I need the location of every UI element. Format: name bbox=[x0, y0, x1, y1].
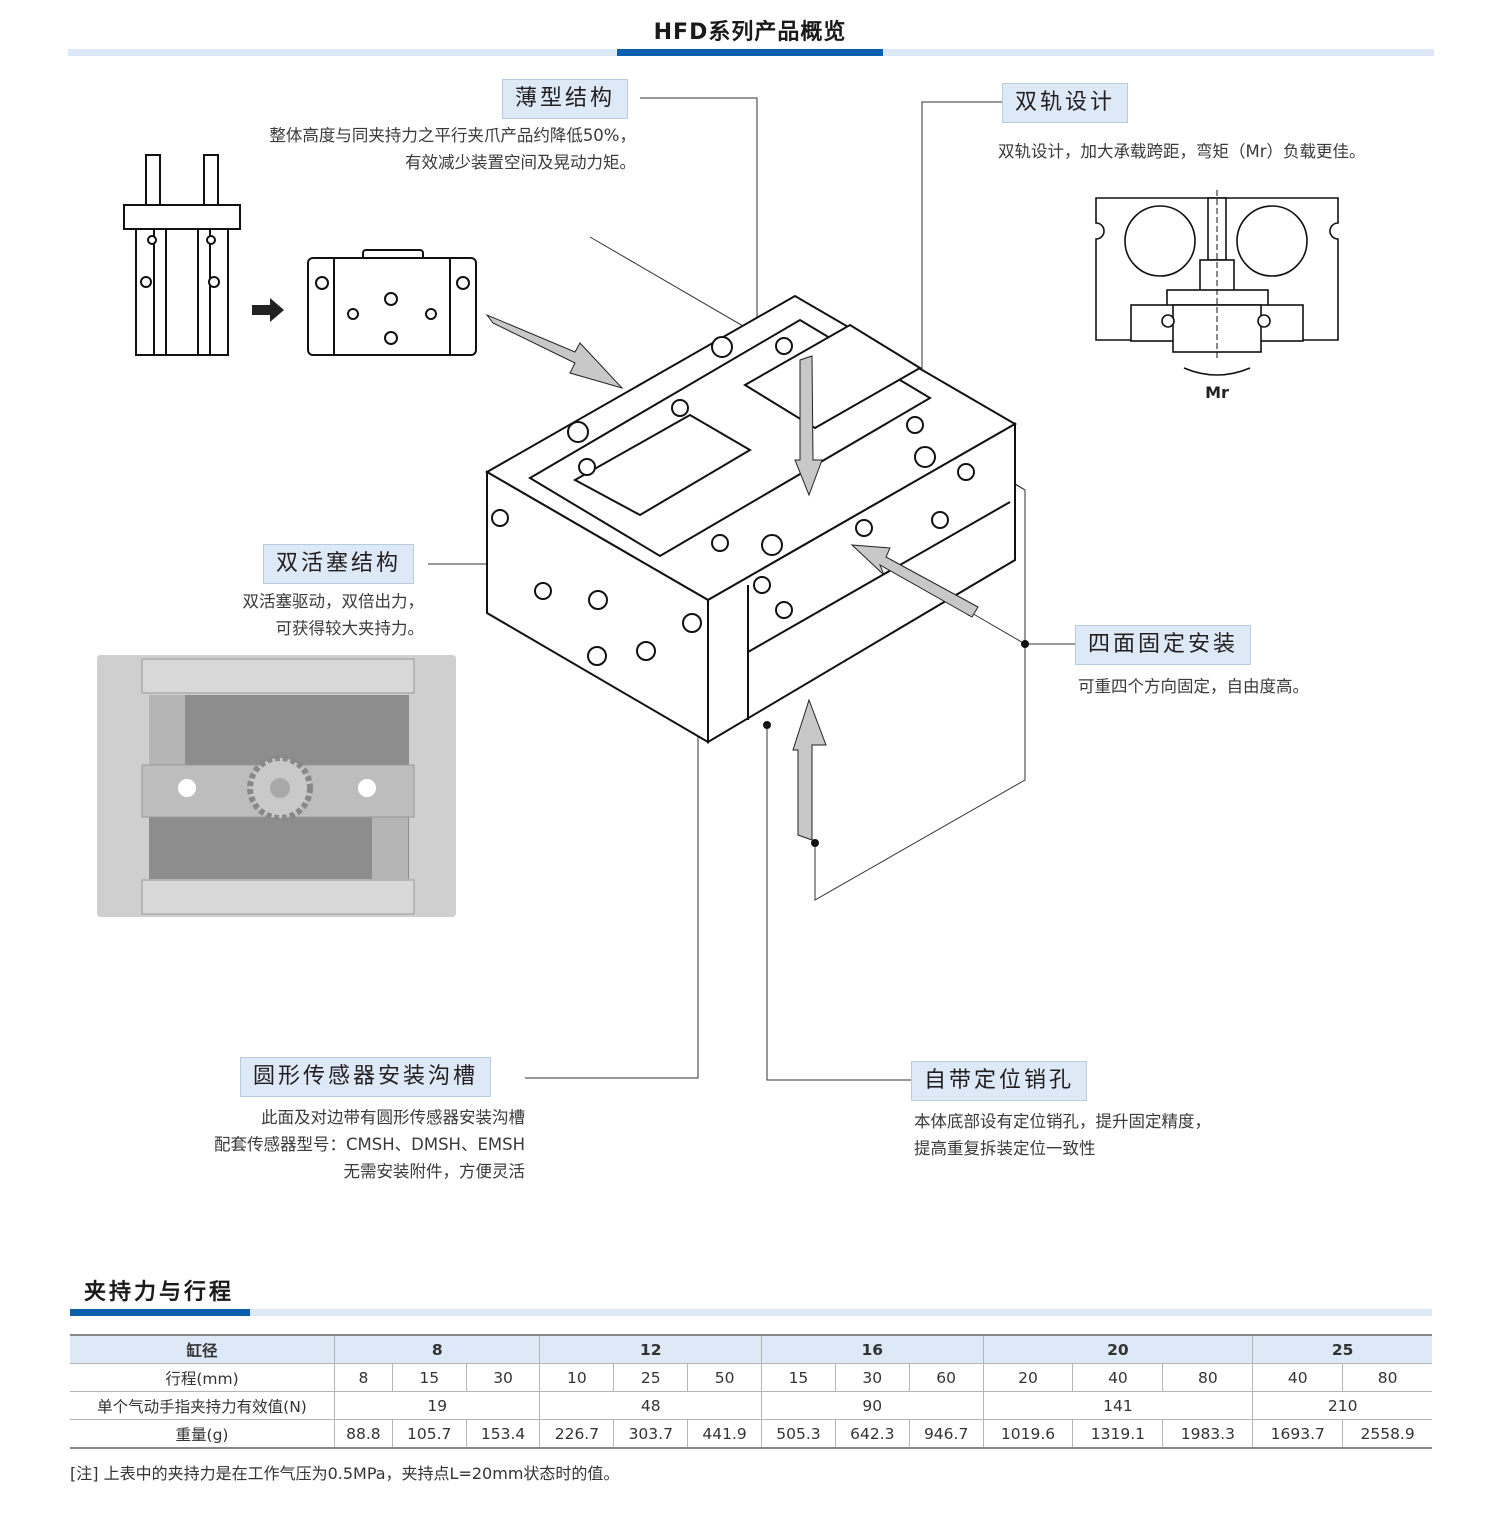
header-rule-accent bbox=[617, 49, 883, 56]
arrow-up bbox=[792, 698, 827, 841]
row-header: 缸径 bbox=[70, 1334, 335, 1364]
weight-cell: 1019.6 bbox=[982, 1419, 1074, 1449]
bore-cell: 12 bbox=[539, 1334, 763, 1364]
stroke-cell: 40 bbox=[1252, 1363, 1344, 1392]
force-cell: 19 bbox=[333, 1391, 541, 1420]
feature-label-sensor-groove: 圆形传感器安装沟槽 bbox=[240, 1057, 492, 1097]
row-header: 单个气动手指夹持力有效值(N) bbox=[70, 1391, 335, 1420]
stroke-cell: 80 bbox=[1162, 1363, 1254, 1392]
stroke-cell: 80 bbox=[1342, 1363, 1432, 1392]
table-row-stroke: 行程(mm) 8 15 30 10 25 50 15 30 60 20 40 8… bbox=[70, 1363, 1432, 1392]
dual-rail-section-drawing bbox=[1095, 190, 1339, 376]
arrow-down bbox=[794, 355, 823, 497]
arrow-top-left bbox=[485, 313, 624, 389]
desc-line: 此面及对边带有圆形传感器安装沟槽 bbox=[261, 1108, 525, 1127]
feature-desc-four-side: 可重四个方向固定，自由度高。 bbox=[1078, 673, 1309, 700]
bore-cell: 25 bbox=[1252, 1334, 1432, 1364]
table-row-bore: 缸径 8 12 16 20 25 bbox=[70, 1334, 1432, 1364]
desc-line: 无需安装附件，方便灵活 bbox=[343, 1162, 526, 1181]
moment-label: Mr bbox=[1205, 383, 1229, 402]
spec-section-rule bbox=[70, 1309, 1432, 1316]
desc-line: 提高重复拆装定位一致性 bbox=[914, 1139, 1096, 1158]
feature-label-pin-hole: 自带定位销孔 bbox=[911, 1061, 1088, 1101]
weight-cell: 2558.9 bbox=[1342, 1419, 1432, 1449]
right-arrow-icon bbox=[252, 298, 284, 322]
desc-line: 本体底部设有定位销孔，提升固定精度， bbox=[914, 1112, 1211, 1131]
feature-label-dual-piston: 双活塞结构 bbox=[263, 544, 415, 584]
stroke-cell: 10 bbox=[539, 1363, 615, 1392]
desc-line: 可获得较大夹持力。 bbox=[275, 619, 425, 638]
spec-section-rule-accent bbox=[70, 1309, 250, 1316]
force-cell: 141 bbox=[982, 1391, 1254, 1420]
weight-cell: 505.3 bbox=[761, 1419, 836, 1449]
spec-table: 缸径 8 12 16 20 25 行程(mm) 8 15 30 10 25 50… bbox=[70, 1334, 1432, 1449]
weight-cell: 105.7 bbox=[391, 1419, 467, 1449]
mounting-holes bbox=[491, 336, 975, 666]
leader-dual-rail bbox=[921, 101, 1002, 410]
row-header: 行程(mm) bbox=[70, 1363, 335, 1392]
leader-thin bbox=[640, 97, 758, 322]
weight-cell: 642.3 bbox=[834, 1419, 910, 1449]
conventional-gripper-drawing bbox=[123, 154, 241, 356]
feature-desc-dual-rail: 双轨设计，加大承载跨距，弯矩（Mr）负载更佳。 bbox=[998, 138, 1366, 165]
row-header: 重量(g) bbox=[70, 1419, 335, 1449]
desc-line: 有效减少装置空间及晃动力矩。 bbox=[405, 153, 636, 172]
weight-cell: 1983.3 bbox=[1162, 1419, 1254, 1449]
weight-cell: 441.9 bbox=[687, 1419, 763, 1449]
stroke-cell: 15 bbox=[761, 1363, 836, 1392]
force-cell: 210 bbox=[1252, 1391, 1432, 1420]
feature-desc-thin: 整体高度与同夹持力之平行夹爪产品约降低50%， 有效减少装置空间及晃动力矩。 bbox=[269, 122, 636, 176]
table-footnote: [注] 上表中的夹持力是在工作气压为0.5MPa，夹持点L=20mm状态时的值。 bbox=[70, 1464, 620, 1483]
stroke-cell: 30 bbox=[834, 1363, 910, 1392]
bore-cell: 8 bbox=[333, 1334, 541, 1364]
desc-line: 可重四个方向固定，自由度高。 bbox=[1078, 677, 1309, 696]
leader-pin bbox=[766, 725, 911, 1081]
leader-sensor bbox=[525, 703, 699, 1079]
feature-desc-sensor-groove: 此面及对边带有圆形传感器安装沟槽 配套传感器型号：CMSH、DMSH、EMSH … bbox=[214, 1104, 525, 1185]
stroke-cell: 8 bbox=[334, 1363, 393, 1392]
feature-label-dual-rail: 双轨设计 bbox=[1002, 83, 1129, 123]
force-cell: 90 bbox=[761, 1391, 984, 1420]
feature-desc-dual-piston: 双活塞驱动，双倍出力， 可获得较大夹持力。 bbox=[243, 588, 425, 642]
desc-line: 双活塞驱动，双倍出力， bbox=[242, 592, 425, 611]
table-row-force: 单个气动手指夹持力有效值(N) 19 48 90 141 210 bbox=[70, 1391, 1432, 1420]
feature-desc-pin-hole: 本体底部设有定位销孔，提升固定精度， 提高重复拆装定位一致性 bbox=[914, 1108, 1211, 1162]
weight-cell: 303.7 bbox=[613, 1419, 689, 1449]
overview-diagram: Mr bbox=[123, 97, 1339, 1081]
weight-cell: 226.7 bbox=[539, 1419, 615, 1449]
table-row-weight: 重量(g) 88.8 105.7 153.4 226.7 303.7 441.9… bbox=[70, 1419, 1432, 1449]
weight-cell: 88.8 bbox=[334, 1419, 393, 1449]
desc-line: 整体高度与同夹持力之平行夹爪产品约降低50%， bbox=[269, 126, 636, 145]
stroke-cell: 30 bbox=[465, 1363, 541, 1392]
desc-line: 双轨设计，加大承载跨距，弯矩（Mr）负载更佳。 bbox=[998, 142, 1366, 161]
page-title: HFD系列产品概览 bbox=[653, 20, 847, 45]
stroke-cell: 15 bbox=[391, 1363, 467, 1392]
bore-cell: 16 bbox=[761, 1334, 984, 1364]
force-cell: 48 bbox=[539, 1391, 763, 1420]
stroke-cell: 40 bbox=[1072, 1363, 1164, 1392]
feature-label-four-side: 四面固定安装 bbox=[1075, 625, 1252, 665]
weight-cell: 1319.1 bbox=[1072, 1419, 1164, 1449]
cutaway-illustration bbox=[97, 655, 456, 917]
spec-section-title: 夹持力与行程 bbox=[84, 1280, 235, 1305]
leader-four-side-arrow bbox=[969, 611, 1026, 645]
direction-arrows bbox=[485, 313, 979, 841]
bore-cell: 20 bbox=[982, 1334, 1254, 1364]
desc-line: 配套传感器型号：CMSH、DMSH、EMSH bbox=[213, 1135, 525, 1154]
stroke-cell: 50 bbox=[687, 1363, 763, 1392]
arrow-right-side bbox=[850, 544, 979, 618]
weight-cell: 153.4 bbox=[465, 1419, 541, 1449]
stroke-cell: 60 bbox=[908, 1363, 984, 1392]
thin-gripper-drawing bbox=[307, 249, 477, 356]
stroke-cell: 20 bbox=[982, 1363, 1074, 1392]
leader-four-side bbox=[814, 643, 1075, 901]
hfd-gripper-isometric-drawing bbox=[484, 294, 1017, 744]
stroke-cell: 25 bbox=[613, 1363, 689, 1392]
weight-cell: 946.7 bbox=[908, 1419, 984, 1449]
weight-cell: 1693.7 bbox=[1252, 1419, 1344, 1449]
feature-label-thin: 薄型结构 bbox=[502, 79, 629, 119]
dual-piston-cutaway-image bbox=[97, 655, 456, 917]
